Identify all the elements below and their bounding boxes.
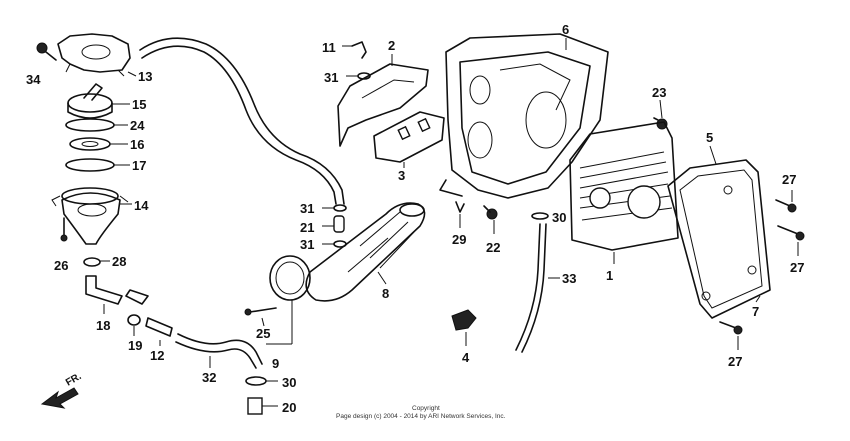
callout-32: 32 <box>202 370 216 385</box>
breather-tube-part <box>139 37 345 205</box>
callout-16: 16 <box>130 137 144 152</box>
callout-33: 33 <box>562 271 576 286</box>
screw-11-part <box>342 41 367 59</box>
band-9-part <box>266 255 311 345</box>
clamp-4-part <box>451 309 477 346</box>
callout-4: 4 <box>462 350 470 365</box>
callout-25: 25 <box>256 326 270 341</box>
callout-20: 20 <box>282 400 296 415</box>
callout-27-lower: 27 <box>728 354 742 369</box>
callout-23: 23 <box>652 85 666 100</box>
washer-31-top-part <box>346 72 371 80</box>
front-direction-arrow-icon <box>40 387 79 409</box>
callout-31-center-lower: 31 <box>300 237 314 252</box>
copyright-line-2: Page design (c) 2004 - 2014 by ARI Netwo… <box>336 413 506 420</box>
bolt-25-part <box>244 307 277 327</box>
bolt-22-part <box>483 205 498 234</box>
chamber-housing-part <box>51 187 132 245</box>
washer-31-lower-center-part <box>322 240 347 248</box>
callout-15: 15 <box>132 97 146 112</box>
callout-3: 3 <box>398 168 405 183</box>
callout-7: 7 <box>752 304 759 319</box>
ring-24-part <box>65 118 128 132</box>
callout-27-right: 27 <box>790 260 804 275</box>
washer-31-upper-center-part <box>322 204 347 212</box>
callout-18: 18 <box>96 318 110 333</box>
callout-28: 28 <box>112 254 126 269</box>
clamp-28-part <box>83 257 110 267</box>
callout-17: 17 <box>132 158 146 173</box>
piston-cap-part <box>67 83 130 119</box>
gasket-ring-part <box>65 158 130 172</box>
callout-24: 24 <box>130 118 145 133</box>
bolt-26-part <box>60 217 68 242</box>
clip-19-part <box>125 289 149 336</box>
callout-13: 13 <box>138 69 152 84</box>
elbow-tube-part <box>85 275 123 314</box>
cover-plate-part <box>57 33 137 77</box>
callout-8: 8 <box>382 286 389 301</box>
joint-21-part <box>322 215 345 233</box>
fitting-12-part <box>145 317 173 346</box>
bolt-27-upper-part <box>775 190 797 213</box>
callout-27-upper: 27 <box>782 172 796 187</box>
bolt-27-right-part <box>777 225 805 256</box>
callout-30-lower: 30 <box>282 375 296 390</box>
callout-34: 34 <box>26 72 41 87</box>
callout-21: 21 <box>300 220 314 235</box>
callout-12: 12 <box>150 348 164 363</box>
callout-2: 2 <box>388 38 395 53</box>
callout-9: 9 <box>272 356 279 371</box>
cover-5-part <box>667 145 771 319</box>
bolt-27-lower-part <box>719 321 743 350</box>
hose-32-part <box>175 333 263 369</box>
callout-5: 5 <box>706 130 713 145</box>
callout-19: 19 <box>128 338 142 353</box>
spring-plate-part <box>69 137 128 151</box>
callout-26: 26 <box>54 258 68 273</box>
washer-30-upper-part <box>531 212 549 220</box>
callout-6: 6 <box>562 22 569 37</box>
callout-11: 11 <box>322 40 336 55</box>
clip-29-part <box>455 201 465 228</box>
callout-31-center-upper: 31 <box>300 201 314 216</box>
air-filter-element-part <box>569 121 679 264</box>
callout-14: 14 <box>134 198 149 213</box>
intake-duct-part <box>305 202 426 302</box>
washer-30-lower-part <box>245 376 278 386</box>
copyright-line-1: Copyright <box>412 405 440 412</box>
cover-7-leader <box>755 295 761 303</box>
callout-29: 29 <box>452 232 466 247</box>
plate-3-part <box>373 111 445 168</box>
callout-31-top: 31 <box>324 70 338 85</box>
hose-33-part <box>515 223 560 353</box>
drain-bolt-part <box>247 397 278 415</box>
callout-1: 1 <box>606 268 613 283</box>
bracket-2-part <box>337 54 429 147</box>
callout-22: 22 <box>486 240 500 255</box>
front-direction-label: FR. <box>64 371 84 389</box>
callout-30-upper: 30 <box>552 210 566 225</box>
screw-34-part <box>36 42 57 61</box>
air-cleaner-case-part <box>439 33 609 199</box>
